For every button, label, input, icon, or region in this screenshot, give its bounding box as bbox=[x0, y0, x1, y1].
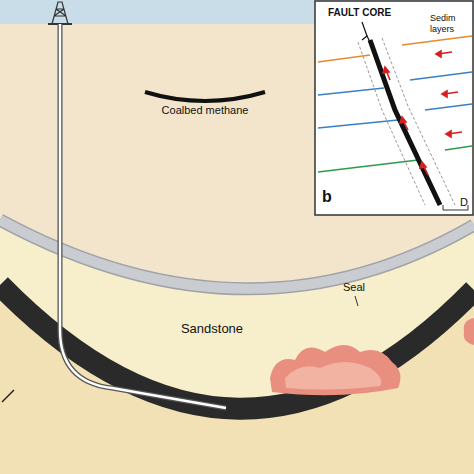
inset-panel bbox=[315, 1, 473, 215]
layer-label: Coalbed methane bbox=[162, 104, 249, 116]
sandstone-layer bbox=[0, 220, 474, 409]
leader-line bbox=[355, 296, 358, 306]
callout-label: FAULT CORE bbox=[328, 7, 391, 18]
callout-label: layers bbox=[430, 25, 454, 35]
layer-label: Sandstone bbox=[181, 322, 243, 336]
leader-line bbox=[2, 390, 14, 402]
callout-label: D bbox=[460, 196, 468, 208]
well-bore-inner bbox=[60, 24, 226, 408]
gas-accumulation-edge bbox=[464, 318, 474, 345]
layer-label: Seal bbox=[343, 281, 365, 293]
shale-layer bbox=[0, 285, 474, 409]
coal-seam bbox=[145, 92, 265, 101]
drilling-rig bbox=[48, 2, 72, 24]
seal-layer bbox=[0, 220, 474, 289]
gas-core bbox=[285, 362, 381, 390]
seal-edge bbox=[0, 220, 474, 289]
callout-label: Sedim bbox=[430, 14, 456, 24]
well-bore bbox=[60, 24, 226, 408]
panel-letter: b bbox=[322, 188, 332, 206]
gas-accumulation bbox=[270, 345, 400, 395]
